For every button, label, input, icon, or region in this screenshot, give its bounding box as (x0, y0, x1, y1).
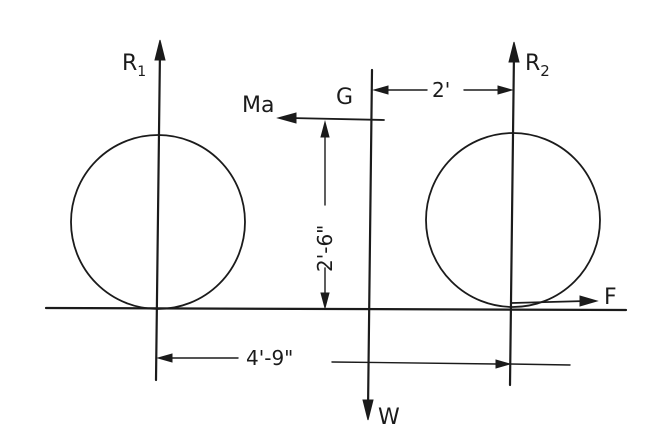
ground-line (44, 306, 628, 312)
dim-wheelbase-label: 4'-9" (246, 346, 293, 370)
dim-height-label: 2'-6" (313, 225, 337, 272)
dim-height-arrow-bottom (320, 292, 330, 310)
ma-label: Ma (242, 93, 274, 118)
r2-arrowhead (508, 41, 520, 63)
r2-arrow-line (508, 50, 516, 387)
dim-wheelbase-arrow-right (495, 359, 512, 369)
weight-arrowhead (362, 399, 374, 421)
dim-2ft-label: 2' (432, 78, 450, 102)
r1-arrowhead (154, 39, 166, 61)
weight-arrow-line (366, 68, 374, 412)
f-label: F (604, 285, 617, 310)
dim-wheelbase-arrow-left (156, 353, 173, 363)
f-arrow-line (511, 300, 587, 304)
ma-arrowhead (276, 112, 297, 124)
dim-wheelbase-extension (509, 363, 571, 366)
dim-2ft-arrow-right (497, 85, 514, 95)
g-label: G (336, 85, 353, 110)
dim-2ft-arrow-left (372, 85, 389, 95)
r2-label: R2 (525, 51, 550, 80)
ma-arrow-line (289, 117, 385, 121)
f-arrowhead (579, 295, 599, 307)
dim-wheelbase-line-right (331, 361, 497, 365)
r1-label: R1 (122, 51, 146, 80)
r1-arrow-line (154, 48, 162, 382)
w-label: W (378, 405, 400, 430)
dim-height-arrow-top (320, 120, 330, 138)
